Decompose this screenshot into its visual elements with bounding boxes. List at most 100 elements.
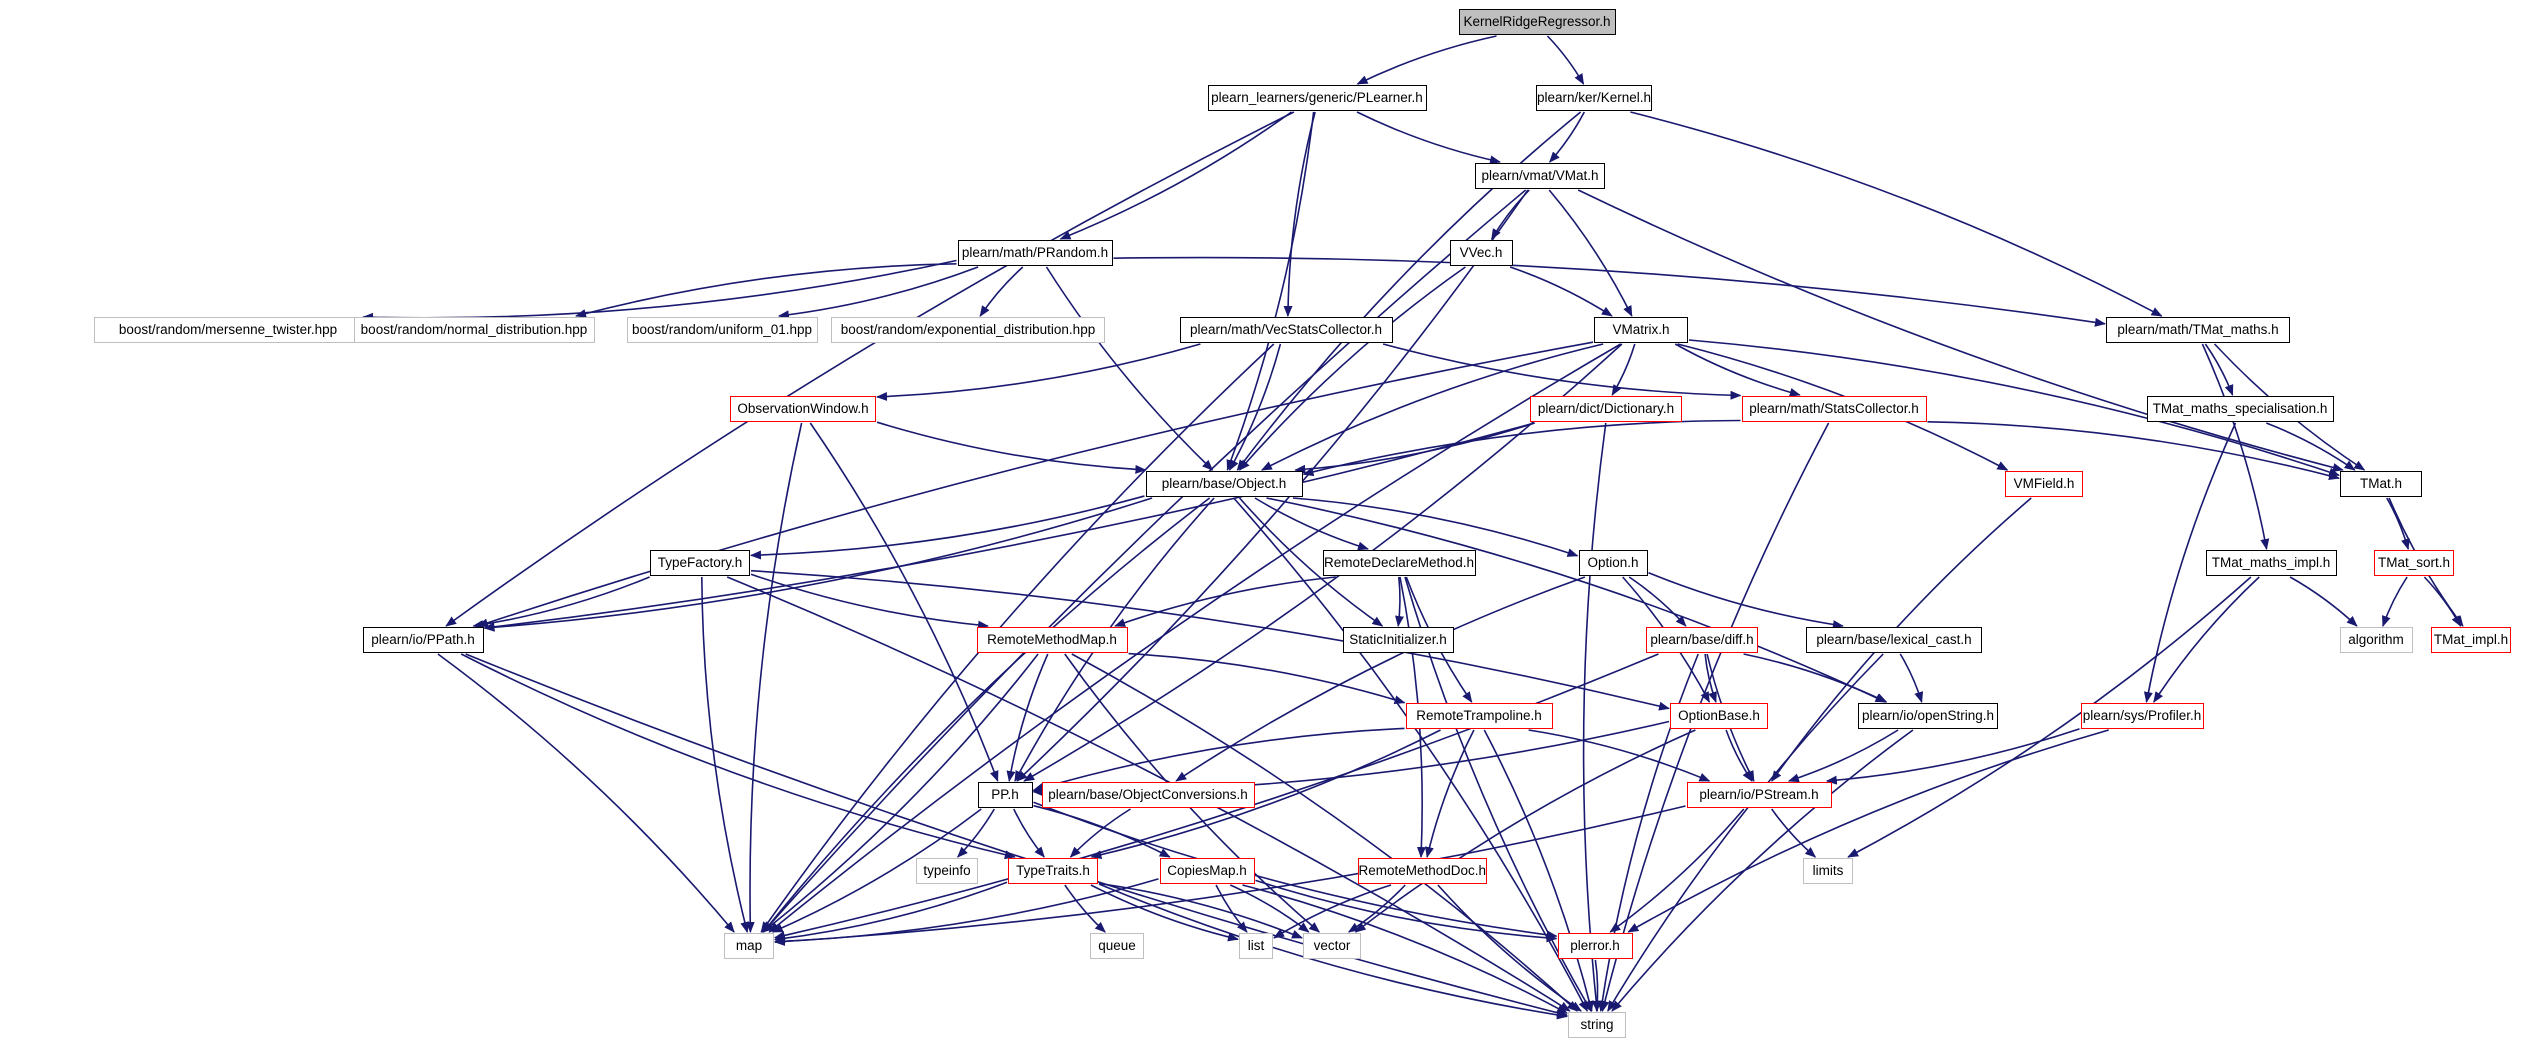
node-diff[interactable]: plearn/base/diff.h xyxy=(1646,627,1758,653)
node-label: VVec.h xyxy=(1459,245,1503,260)
node-rdm[interactable]: RemoteDeclareMethod.h xyxy=(1322,550,1476,576)
edge-lexcast-to-openstring xyxy=(1899,653,1924,703)
node-krr[interactable]: KernelRidgeRegressor.h xyxy=(1458,9,1616,35)
edge-plearner-to-prandom xyxy=(1059,111,1292,240)
node-label: plearn/vmat/VMat.h xyxy=(1481,168,1599,183)
edge-vmat-to-vmatrix xyxy=(1548,189,1633,317)
node-vvec[interactable]: VVec.h xyxy=(1449,240,1513,266)
edge-vmatrix-to-ppath xyxy=(477,341,1594,628)
node-vmatrix[interactable]: VMatrix.h xyxy=(1594,317,1688,343)
edge-tmatspec-to-profiler xyxy=(2143,422,2237,703)
edge-vmatrix-to-stats xyxy=(1674,343,1801,397)
node-rtramp[interactable]: RemoteTrampoline.h xyxy=(1405,703,1553,729)
node-label: VMField.h xyxy=(2013,476,2075,491)
node-map: map xyxy=(724,933,774,959)
edge-tmatmaths-to-tmatimpl xyxy=(2201,343,2270,550)
node-label: boost/random/exponential_distribution.hp… xyxy=(840,322,1096,337)
node-label: TypeTraits.h xyxy=(1016,863,1090,878)
node-tmatmaths[interactable]: plearn/math/TMat_maths.h xyxy=(2106,317,2290,343)
edge-rmm-to-string xyxy=(1071,653,1578,1012)
edge-vecstats-to-stats xyxy=(1382,343,1742,400)
node-object[interactable]: plearn/base/Object.h xyxy=(1145,471,1303,497)
node-tmatimpl[interactable]: TMat_maths_impl.h xyxy=(2205,550,2337,576)
edge-pp-to-map xyxy=(771,808,982,933)
node-stats[interactable]: plearn/math/StatsCollector.h xyxy=(1741,396,1927,422)
edge-vmatrix-to-map xyxy=(768,343,1622,933)
node-optionbase[interactable]: OptionBase.h xyxy=(1670,703,1768,729)
node-openstring[interactable]: plearn/io/openString.h xyxy=(1858,703,1998,729)
edge-tmatmaths-to-tmatspec xyxy=(2204,343,2234,396)
node-label: plearn/math/PRandom.h xyxy=(961,245,1109,260)
edge-typefactory-to-optionbase xyxy=(750,569,1670,711)
node-vmfield[interactable]: VMField.h xyxy=(2005,471,2083,497)
node-plearner[interactable]: plearn_learners/generic/PLearner.h xyxy=(1207,85,1427,111)
node-label: map xyxy=(735,938,763,953)
node-label: TMat_impl.h xyxy=(2433,632,2509,647)
edge-profiler-to-plerror xyxy=(1627,729,2109,933)
node-pstream[interactable]: plearn/io/PStream.h xyxy=(1686,782,1832,808)
edge-kernel-to-object xyxy=(1236,111,1582,471)
node-staticinit[interactable]: StaticInitializer.h xyxy=(1342,627,1454,653)
node-label: vector xyxy=(1313,938,1351,953)
edge-plearner-to-ppath xyxy=(445,111,1295,627)
edge-profiler-to-pstream xyxy=(1825,728,2080,785)
node-profiler[interactable]: plearn/sys/Profiler.h xyxy=(2080,703,2204,729)
node-tmatsort[interactable]: TMat_sort.h xyxy=(2374,550,2454,576)
edge-obswin-to-object xyxy=(876,421,1147,474)
edge-prandom-to-object xyxy=(1045,266,1214,471)
node-pp[interactable]: PP.h xyxy=(977,782,1033,808)
node-tmatimplh[interactable]: TMat_impl.h xyxy=(2431,627,2511,653)
node-label: boost/random/uniform_01.hpp xyxy=(631,322,813,337)
node-label: boost/random/mersenne_twister.hpp xyxy=(118,322,338,337)
edge-option-to-objconv xyxy=(1175,576,1586,782)
edge-plearner-to-object xyxy=(1226,111,1315,471)
node-typetraits[interactable]: TypeTraits.h xyxy=(1008,858,1098,884)
node-tmat[interactable]: TMat.h xyxy=(2340,471,2422,497)
node-label: plearn/math/VecStatsCollector.h xyxy=(1189,322,1383,337)
node-copiesmap[interactable]: CopiesMap.h xyxy=(1159,858,1255,884)
node-obswin[interactable]: ObservationWindow.h xyxy=(730,396,876,422)
edge-object-to-string xyxy=(1233,497,1589,1012)
node-label: StaticInitializer.h xyxy=(1349,632,1447,647)
edge-krr-to-kernel xyxy=(1546,35,1585,85)
node-kernel[interactable]: plearn/ker/Kernel.h xyxy=(1536,85,1652,111)
edge-lexcast-to-string xyxy=(1607,653,1884,1012)
edge-object-to-typefactory xyxy=(750,495,1145,560)
node-uniform: boost/random/uniform_01.hpp xyxy=(626,317,818,343)
node-prandom[interactable]: plearn/math/PRandom.h xyxy=(957,240,1113,266)
edge-plearner-to-vecstats xyxy=(1283,111,1316,317)
edge-rtramp-to-pp xyxy=(1032,727,1405,792)
node-plerror[interactable]: plerror.h xyxy=(1557,933,1633,959)
edge-pp-to-typeinfo xyxy=(957,808,995,858)
node-tmatspec[interactable]: TMat_maths_specialisation.h xyxy=(2146,396,2334,422)
node-rmdoc[interactable]: RemoteMethodDoc.h xyxy=(1357,858,1487,884)
node-dict[interactable]: plearn/dict/Dictionary.h xyxy=(1530,396,1682,422)
node-label: plearn/math/TMat_maths.h xyxy=(2117,322,2279,337)
node-objconv[interactable]: plearn/base/ObjectConversions.h xyxy=(1041,782,1255,808)
node-label: string xyxy=(1580,1017,1614,1032)
node-ppath[interactable]: plearn/io/PPath.h xyxy=(362,627,484,653)
node-typefactory[interactable]: TypeFactory.h xyxy=(650,550,750,576)
edge-typetraits-to-list xyxy=(1090,884,1239,942)
edge-vecstats-to-object xyxy=(1228,343,1282,471)
edge-obswin-to-map xyxy=(745,422,803,933)
edge-copiesmap-to-list xyxy=(1215,884,1248,933)
node-label: PP.h xyxy=(991,787,1019,802)
edge-copiesmap-to-vector xyxy=(1229,884,1310,933)
edge-rdm-to-rmm xyxy=(1114,576,1336,627)
node-lexcast[interactable]: plearn/base/lexical_cast.h xyxy=(1806,627,1982,653)
edge-diff-to-openstring xyxy=(1743,653,1888,703)
edge-vvec-to-vmatrix xyxy=(1509,266,1613,317)
node-label: list xyxy=(1247,938,1265,953)
node-vecstats[interactable]: plearn/math/VecStatsCollector.h xyxy=(1179,317,1393,343)
edge-object-to-ppath xyxy=(483,497,1153,632)
edge-rtramp-to-typetraits xyxy=(1090,729,1441,860)
node-rmm[interactable]: RemoteMethodMap.h xyxy=(976,627,1128,653)
node-option[interactable]: Option.h xyxy=(1578,550,1648,576)
edge-diff-to-string xyxy=(1597,653,1699,1012)
edge-vmatrix-to-object xyxy=(1261,343,1604,471)
edge-rmm-to-pp xyxy=(1006,653,1049,782)
edge-rtramp-to-rmdoc xyxy=(1425,729,1475,858)
edge-kernel-to-tmatmaths xyxy=(1630,111,2163,317)
node-vmat[interactable]: plearn/vmat/VMat.h xyxy=(1475,163,1605,189)
